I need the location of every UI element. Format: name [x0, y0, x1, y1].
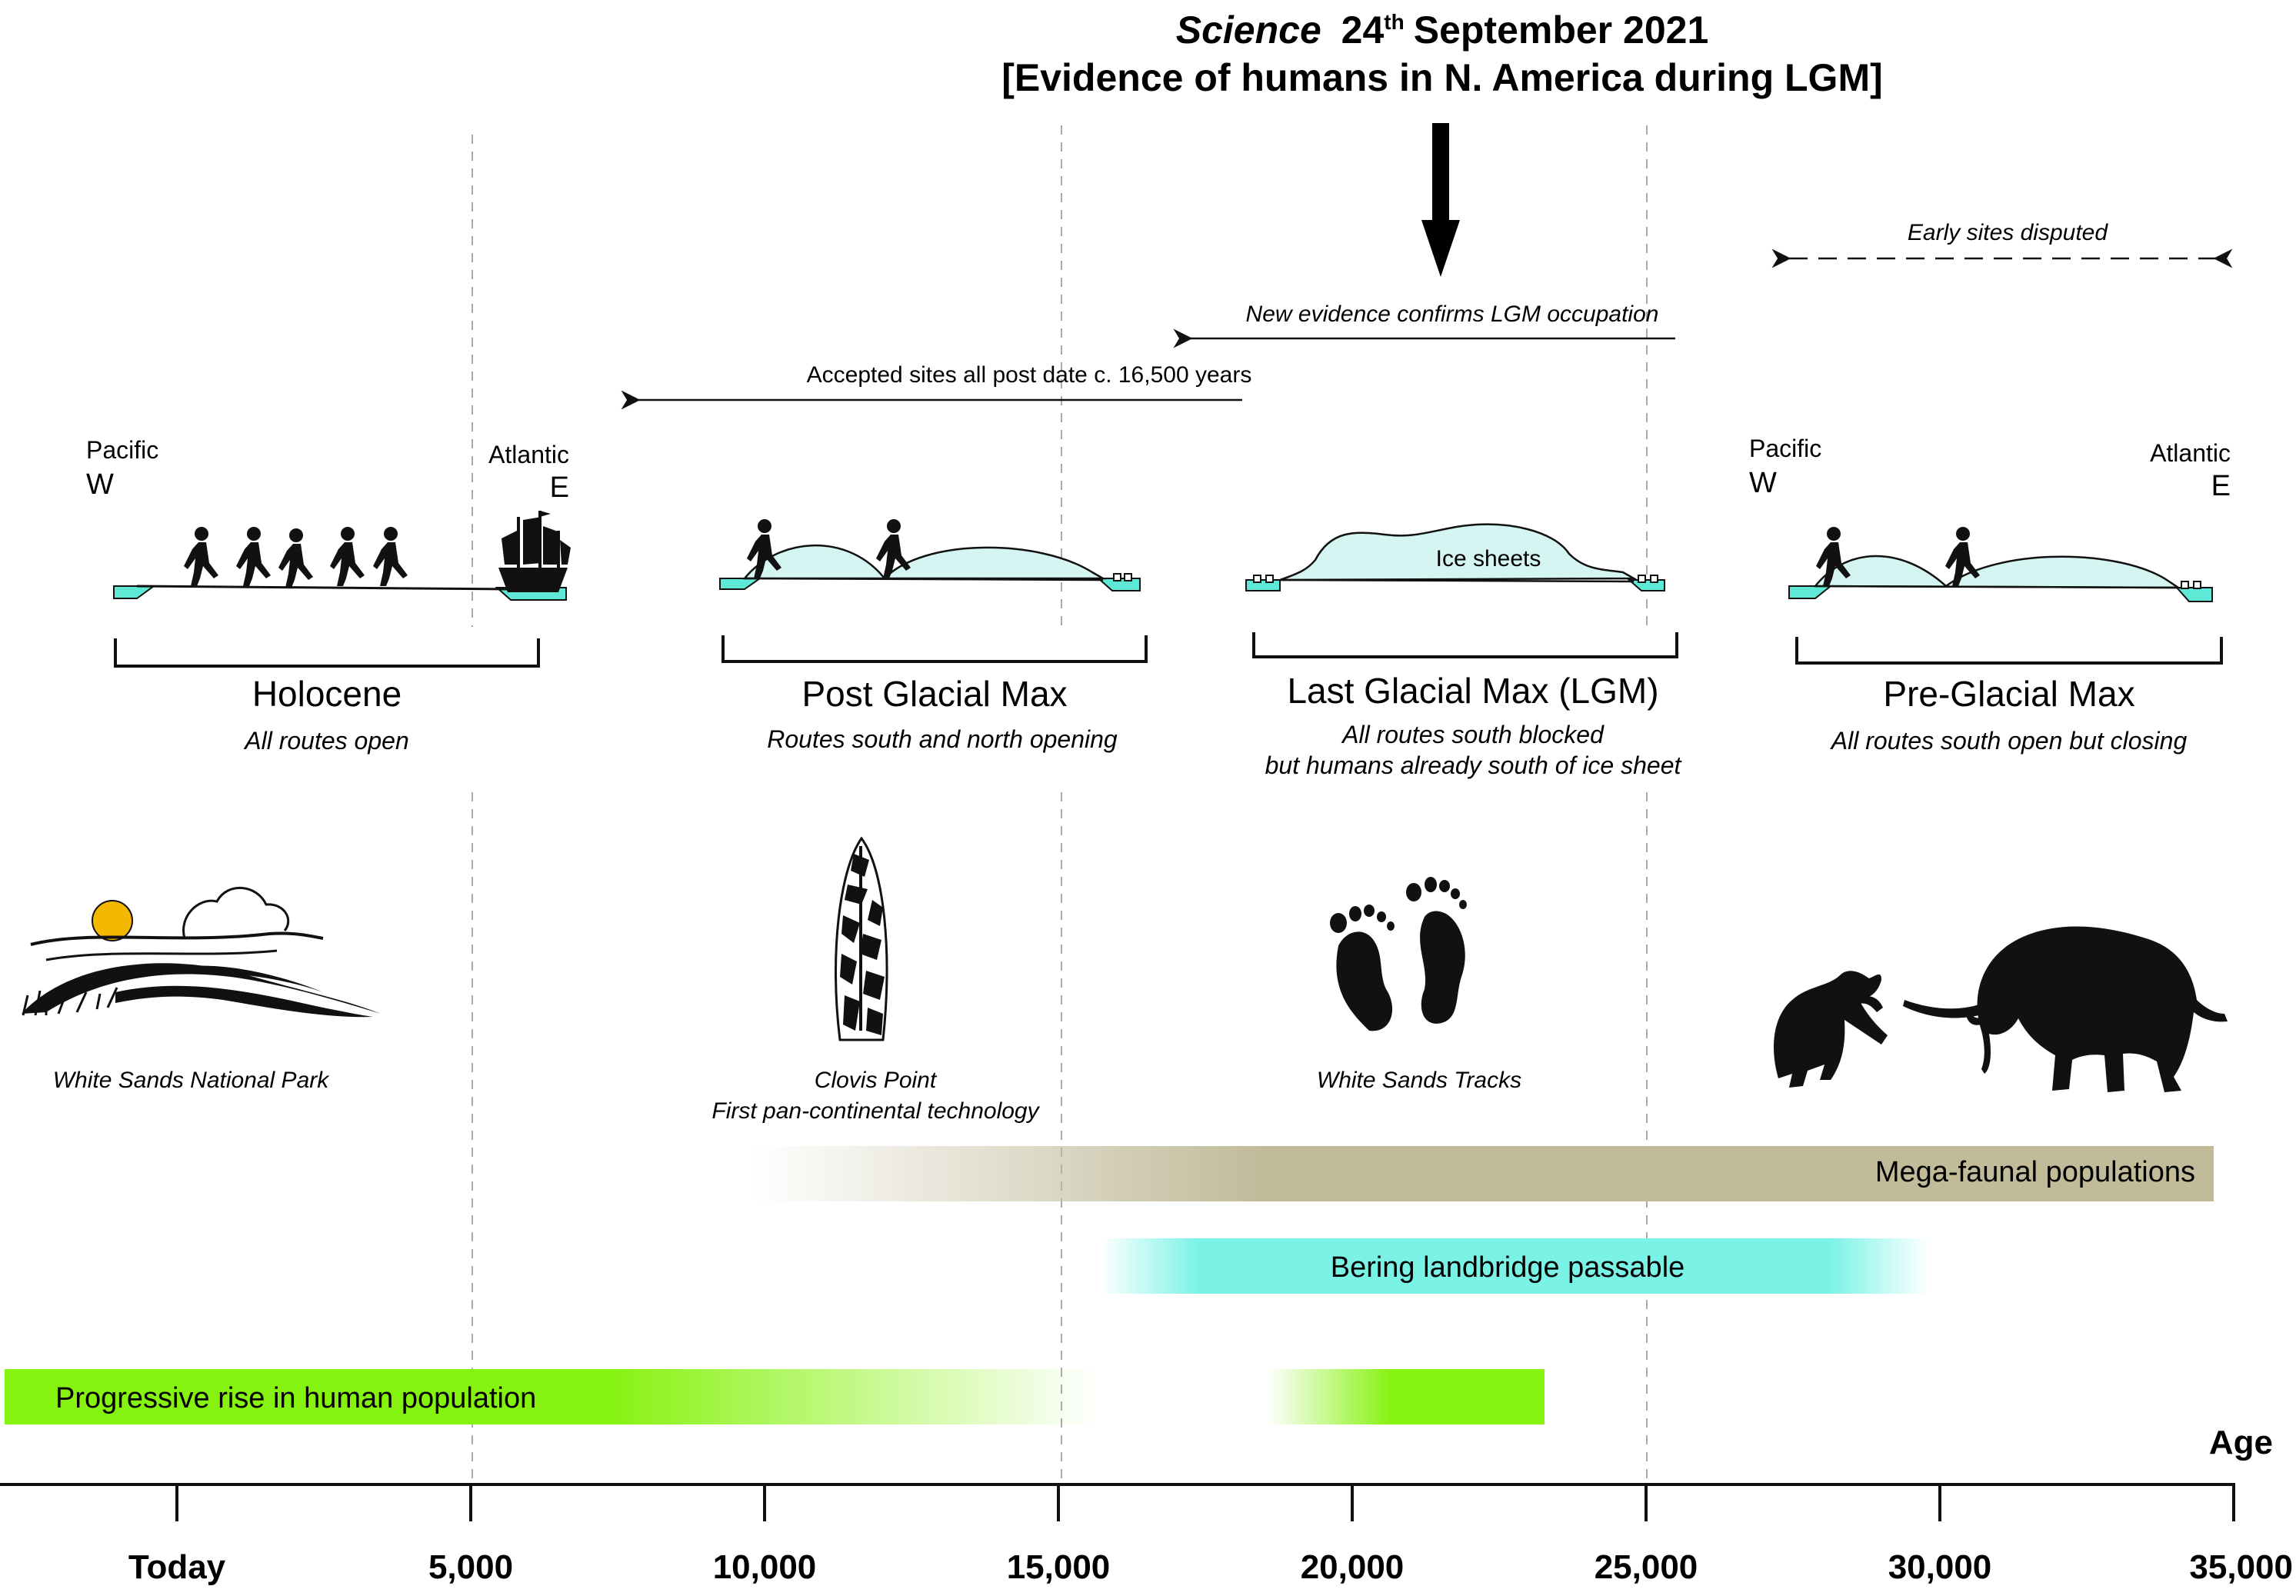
panel-post-glacial: Post Glacial Max Routes south and north … [719, 519, 1148, 753]
pre-glacial-west-sea [1788, 585, 1833, 599]
pre-glacial-title: Pre-Glacial Max [1883, 674, 2134, 714]
post-glacial-marker [1124, 573, 1132, 581]
panel-pre-glacial: Pacific W Atlantic E Pre-Glacial Max All… [1749, 435, 2231, 755]
axis-tick-label: 30,000 [1888, 1548, 1992, 1586]
pre-glacial-east-ocean: Atlantic [2150, 439, 2231, 467]
ship-icon [498, 511, 571, 592]
human-bar-early [5, 1369, 1097, 1424]
lgm-land [1279, 578, 1635, 583]
pre-glacial-east-sea [2174, 587, 2213, 602]
pre-glacial-ice [1813, 555, 2182, 589]
lgm-caption-2: but humans already south of ice sheet [1265, 751, 1682, 779]
pre-glacial-marker [2193, 581, 2201, 589]
mammoth-icon [1903, 926, 2228, 1092]
lgm-marker [1638, 575, 1646, 583]
white-sands-landscape-icon [22, 887, 381, 1018]
clovis-point-icon [835, 836, 888, 1041]
holocene-bracket [114, 638, 540, 668]
pre-glacial-marker [2181, 581, 2189, 589]
megafauna-bar [752, 1146, 2214, 1201]
clovis-point-label: Clovis Point [815, 1068, 938, 1093]
pre-glacial-east-dir: E [2211, 470, 2231, 502]
post-glacial-title: Post Glacial Max [801, 674, 1067, 714]
pre-glacial-land [1814, 585, 2179, 589]
holocene-west-sea [113, 585, 157, 599]
ground-sloth-icon [1774, 971, 1888, 1088]
panel-holocene: Pacific W Atlantic E Holocene All rou [86, 436, 571, 755]
holocene-title: Holocene [252, 674, 402, 714]
axis-label: Age [2209, 1424, 2273, 1461]
axis-tick-label: Today [128, 1548, 226, 1586]
holocene-west-dir: W [86, 468, 114, 501]
new-evidence-label: New evidence confirms LGM occupation [1246, 302, 1659, 327]
post-glacial-land [744, 577, 1104, 581]
lgm-marker [1265, 575, 1274, 583]
pre-glacial-bracket [1795, 637, 2223, 665]
accepted-label: Accepted sites all post date c. 16,500 y… [807, 362, 1252, 388]
pre-glacial-west-ocean: Pacific [1749, 435, 1821, 462]
lgm-title: Last Glacial Max (LGM) [1287, 671, 1658, 711]
axis-tick-label: 20,000 [1301, 1548, 1405, 1586]
lgm-caption-1: All routes south blocked [1341, 721, 1605, 748]
holocene-east-ocean: Atlantic [488, 441, 569, 468]
axis-tick-label: 5,000 [428, 1548, 513, 1586]
clovis-technology-label: First pan-continental technology [711, 1098, 1040, 1124]
post-glacial-caption: Routes south and north opening [767, 725, 1118, 753]
lgm-east-sea [1627, 579, 1665, 591]
footprints-icon [1330, 877, 1467, 1031]
axis-ticks: Today 5,000 10,000 15,000 20,000 25,000 30,000… [128, 1484, 2293, 1586]
post-glacial-bracket [721, 635, 1148, 663]
bering-label: Bering landbridge passable [1331, 1251, 1685, 1284]
down-arrow-icon [1421, 123, 1460, 277]
holocene-land [136, 585, 508, 591]
post-glacial-marker [1113, 573, 1121, 581]
axis-tick-label: 25,000 [1595, 1548, 1698, 1586]
ice-sheets-label: Ice sheets [1436, 546, 1541, 571]
lgm-west-sea [1245, 579, 1281, 591]
lgm-bracket [1252, 632, 1678, 658]
holocene-west-ocean: Pacific [86, 436, 158, 464]
holocene-caption: All routes open [243, 727, 408, 755]
header-subtitle: [Evidence of humans in N. America during… [1001, 56, 1883, 99]
axis-tick-label: 35,000 [2189, 1548, 2293, 1586]
white-sands-tracks-label: White Sands Tracks [1317, 1068, 1521, 1093]
disputed-label: Early sites disputed [1908, 220, 2108, 245]
axis-tick-label: 10,000 [713, 1548, 817, 1586]
walker-icon [184, 527, 408, 588]
lgm-ice [1279, 523, 1638, 581]
pre-glacial-west-dir: W [1749, 467, 1777, 499]
panel-lgm: Ice sheets Last Glacial Max (LGM) All ro… [1245, 523, 1682, 779]
lgm-marker [1650, 575, 1658, 583]
human-bar-lgm [1268, 1369, 1545, 1424]
human-population-label: Progressive rise in human population [55, 1382, 536, 1414]
pre-glacial-caption: All routes south open but closing [1830, 727, 2188, 755]
post-glacial-west-sea [719, 578, 763, 590]
post-glacial-ice [742, 545, 1107, 580]
white-sands-park-label: White Sands National Park [53, 1068, 331, 1093]
megafauna-label: Mega-faunal populations [1875, 1156, 2195, 1188]
holocene-east-dir: E [550, 471, 569, 504]
lgm-marker [1253, 575, 1261, 583]
bering-bar [1100, 1238, 1929, 1294]
axis-tick-label: 15,000 [1007, 1548, 1111, 1586]
